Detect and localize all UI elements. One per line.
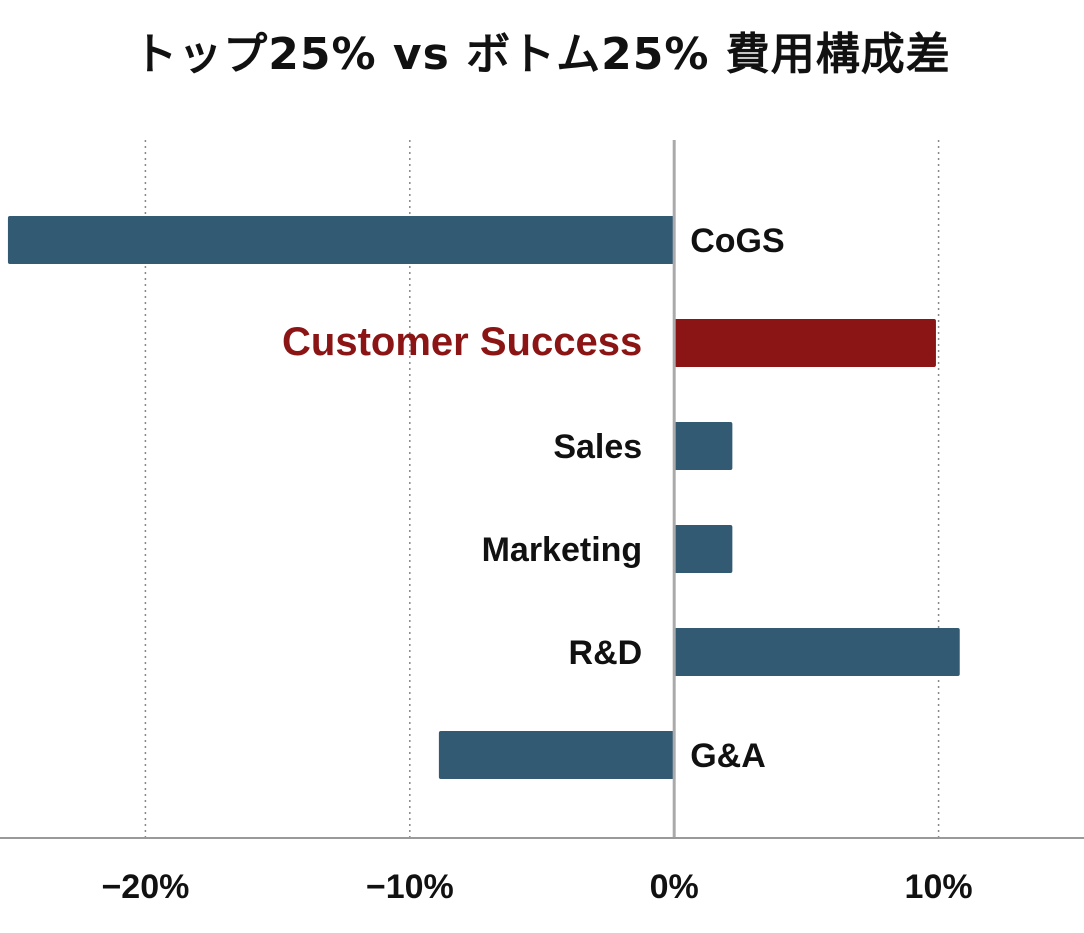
bar-cogs (7, 216, 675, 264)
category-label: CoGS (690, 222, 784, 260)
bar-marketing (674, 525, 733, 573)
category-label: Marketing (482, 531, 643, 569)
x-tick-label: 0% (650, 868, 699, 906)
category-label: R&D (569, 634, 643, 672)
x-tick-label: −10% (366, 868, 454, 906)
bar-sales (674, 422, 733, 470)
category-label: G&A (690, 737, 766, 775)
category-label: Sales (553, 428, 642, 466)
x-tick-label: −20% (101, 868, 189, 906)
bar-r-d (674, 628, 960, 676)
chart-title: トップ25% vs ボトム25% 費用構成差 (133, 29, 951, 80)
x-tick-label: 10% (905, 868, 973, 906)
bar-customer-success (674, 319, 936, 367)
category-label: Customer Success (282, 320, 642, 364)
bar-g-a (438, 731, 675, 779)
